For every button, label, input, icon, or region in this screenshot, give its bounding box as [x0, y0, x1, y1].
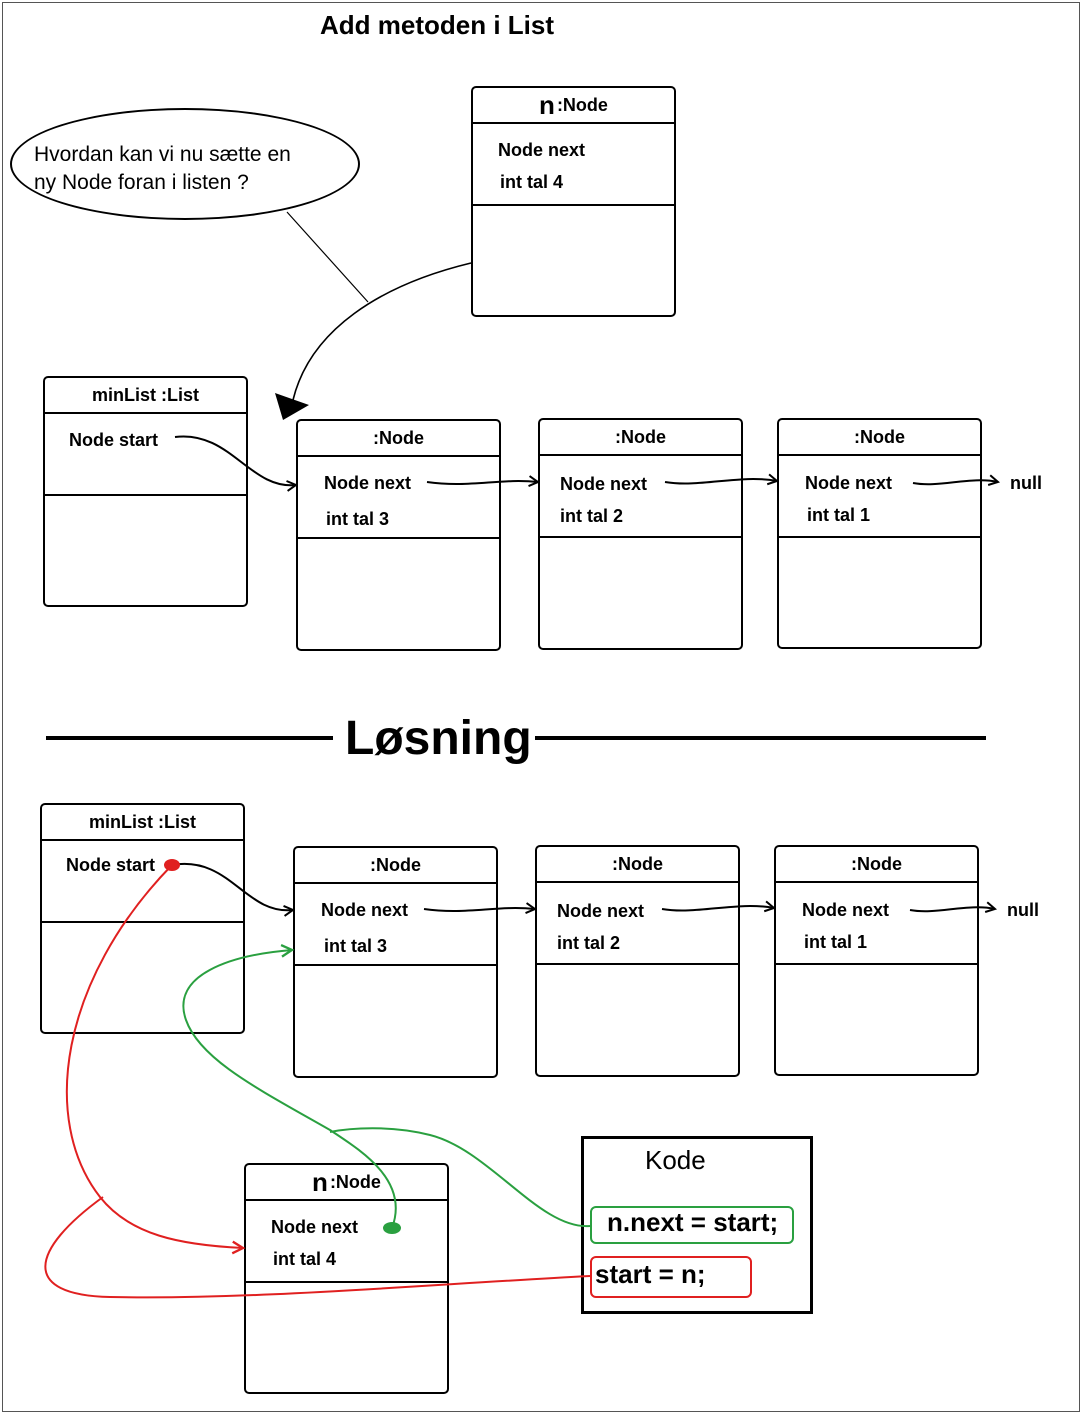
bottom-list-box: minList :List Node start: [40, 803, 245, 1034]
solution-heading: Løsning: [345, 712, 532, 765]
bottom-next-arrow-2: [661, 906, 774, 911]
code-line-2-box: [590, 1256, 752, 1298]
top-start-arrow: [174, 435, 296, 485]
bottom-list-fields: Node start: [42, 841, 243, 923]
bottom-n-node-fields: Node next int tal 4: [246, 1201, 447, 1283]
top-node-2-field-next: Node next: [560, 474, 648, 494]
green-code-link: [329, 1127, 591, 1228]
top-node-1: :Node Node next int tal 1: [777, 418, 982, 649]
top-node-1-field-tal: int tal 1: [807, 505, 871, 525]
bottom-list-header: minList :List: [42, 805, 243, 841]
code-line-2: start = n;: [595, 1259, 706, 1289]
green-next-dot: [383, 1222, 401, 1234]
page-title: Add metoden i List: [320, 10, 554, 40]
bottom-node-1-field-tal: int tal 1: [804, 932, 868, 952]
top-list-fields: Node start: [45, 414, 246, 496]
insert-arrowhead: [275, 393, 309, 420]
code-title: Kode: [645, 1145, 706, 1175]
top-list-field-start: Node start: [69, 430, 159, 450]
top-null-label: null: [1010, 473, 1042, 493]
red-code-link: [44, 1196, 591, 1299]
top-n-node-header: n :Node: [473, 88, 674, 124]
bubble-pointer-line: [286, 211, 369, 303]
insert-question-arrow: [292, 262, 472, 401]
bottom-n-node-field-tal: int tal 4: [273, 1249, 337, 1269]
red-start-dot: [164, 859, 180, 871]
top-node-3: :Node Node next int tal 3: [296, 419, 501, 651]
code-line-1-box: [590, 1206, 794, 1244]
top-n-node-type: :Node: [556, 94, 608, 115]
top-list-header: minList :List: [45, 378, 246, 414]
top-n-node: n :Node Node next int tal 4: [471, 86, 676, 317]
bottom-null-label: null: [1007, 900, 1039, 920]
bottom-node-1-header: :Node: [776, 847, 977, 883]
top-node-3-field-tal: int tal 3: [326, 509, 390, 529]
bottom-node-1-fields: Node next int tal 1: [776, 883, 977, 965]
top-node-3-header: :Node: [298, 421, 499, 457]
top-node-1-fields: Node next int tal 1: [779, 456, 980, 538]
red-start-to-n-arrow: [65, 864, 243, 1248]
bottom-list-field-start: Node start: [66, 855, 156, 875]
bottom-node-3-field-tal: int tal 3: [324, 936, 388, 956]
green-next-to-node3-arrow: [182, 950, 397, 1229]
bottom-node-3-header: :Node: [295, 848, 496, 884]
top-next-arrow-1: [426, 481, 538, 484]
bottom-node-1: :Node Node next int tal 1: [774, 845, 979, 1076]
bottom-next-arrow-1: [423, 908, 535, 911]
top-n-node-var: n: [539, 89, 555, 120]
top-node-1-field-next: Node next: [805, 473, 893, 493]
top-list-box: minList :List Node start: [43, 376, 248, 607]
bottom-node-2-field-tal: int tal 2: [557, 933, 621, 953]
top-n-node-fields: Node next int tal 4: [473, 124, 674, 206]
bottom-n-node-field-next: Node next: [271, 1217, 359, 1237]
top-next-arrow-3: [912, 480, 998, 484]
bottom-node-3-field-next: Node next: [321, 900, 409, 920]
bottom-n-node-var: n: [312, 1166, 328, 1197]
top-n-node-field-tal: int tal 4: [500, 172, 564, 192]
question-bubble: [10, 108, 360, 220]
top-node-3-fields: Node next int tal 3: [298, 457, 499, 539]
bottom-node-2-fields: Node next int tal 2: [537, 883, 738, 965]
top-node-2-fields: Node next int tal 2: [540, 456, 741, 538]
question-text: Hvordan kan vi nu sætte en ny Node foran…: [34, 141, 291, 197]
top-n-node-field-next: Node next: [498, 140, 586, 160]
bottom-node-2-header: :Node: [537, 847, 738, 883]
bottom-next-arrow-3: [909, 907, 995, 911]
question-line-1: Hvordan kan vi nu sætte en: [34, 143, 291, 166]
bottom-start-arrow: [171, 862, 293, 910]
top-node-2-field-tal: int tal 2: [560, 506, 624, 526]
bottom-node-3: :Node Node next int tal 3: [293, 846, 498, 1078]
bottom-node-1-field-next: Node next: [802, 900, 890, 920]
question-line-2: ny Node foran i listen ?: [34, 171, 249, 194]
code-line-1: n.next = start;: [607, 1207, 779, 1237]
bottom-node-2: :Node Node next int tal 2: [535, 845, 740, 1077]
top-node-2-header: :Node: [540, 420, 741, 456]
top-node-2: :Node Node next int tal 2: [538, 418, 743, 650]
bottom-node-3-fields: Node next int tal 3: [295, 884, 496, 966]
bottom-n-node-header: n :Node: [246, 1165, 447, 1201]
bottom-n-node: n :Node Node next int tal 4: [244, 1163, 449, 1394]
top-next-arrow-2: [664, 479, 777, 484]
top-node-3-field-next: Node next: [324, 473, 412, 493]
bottom-n-node-type: :Node: [329, 1171, 381, 1192]
bottom-node-2-field-next: Node next: [557, 901, 645, 921]
top-node-1-header: :Node: [779, 420, 980, 456]
